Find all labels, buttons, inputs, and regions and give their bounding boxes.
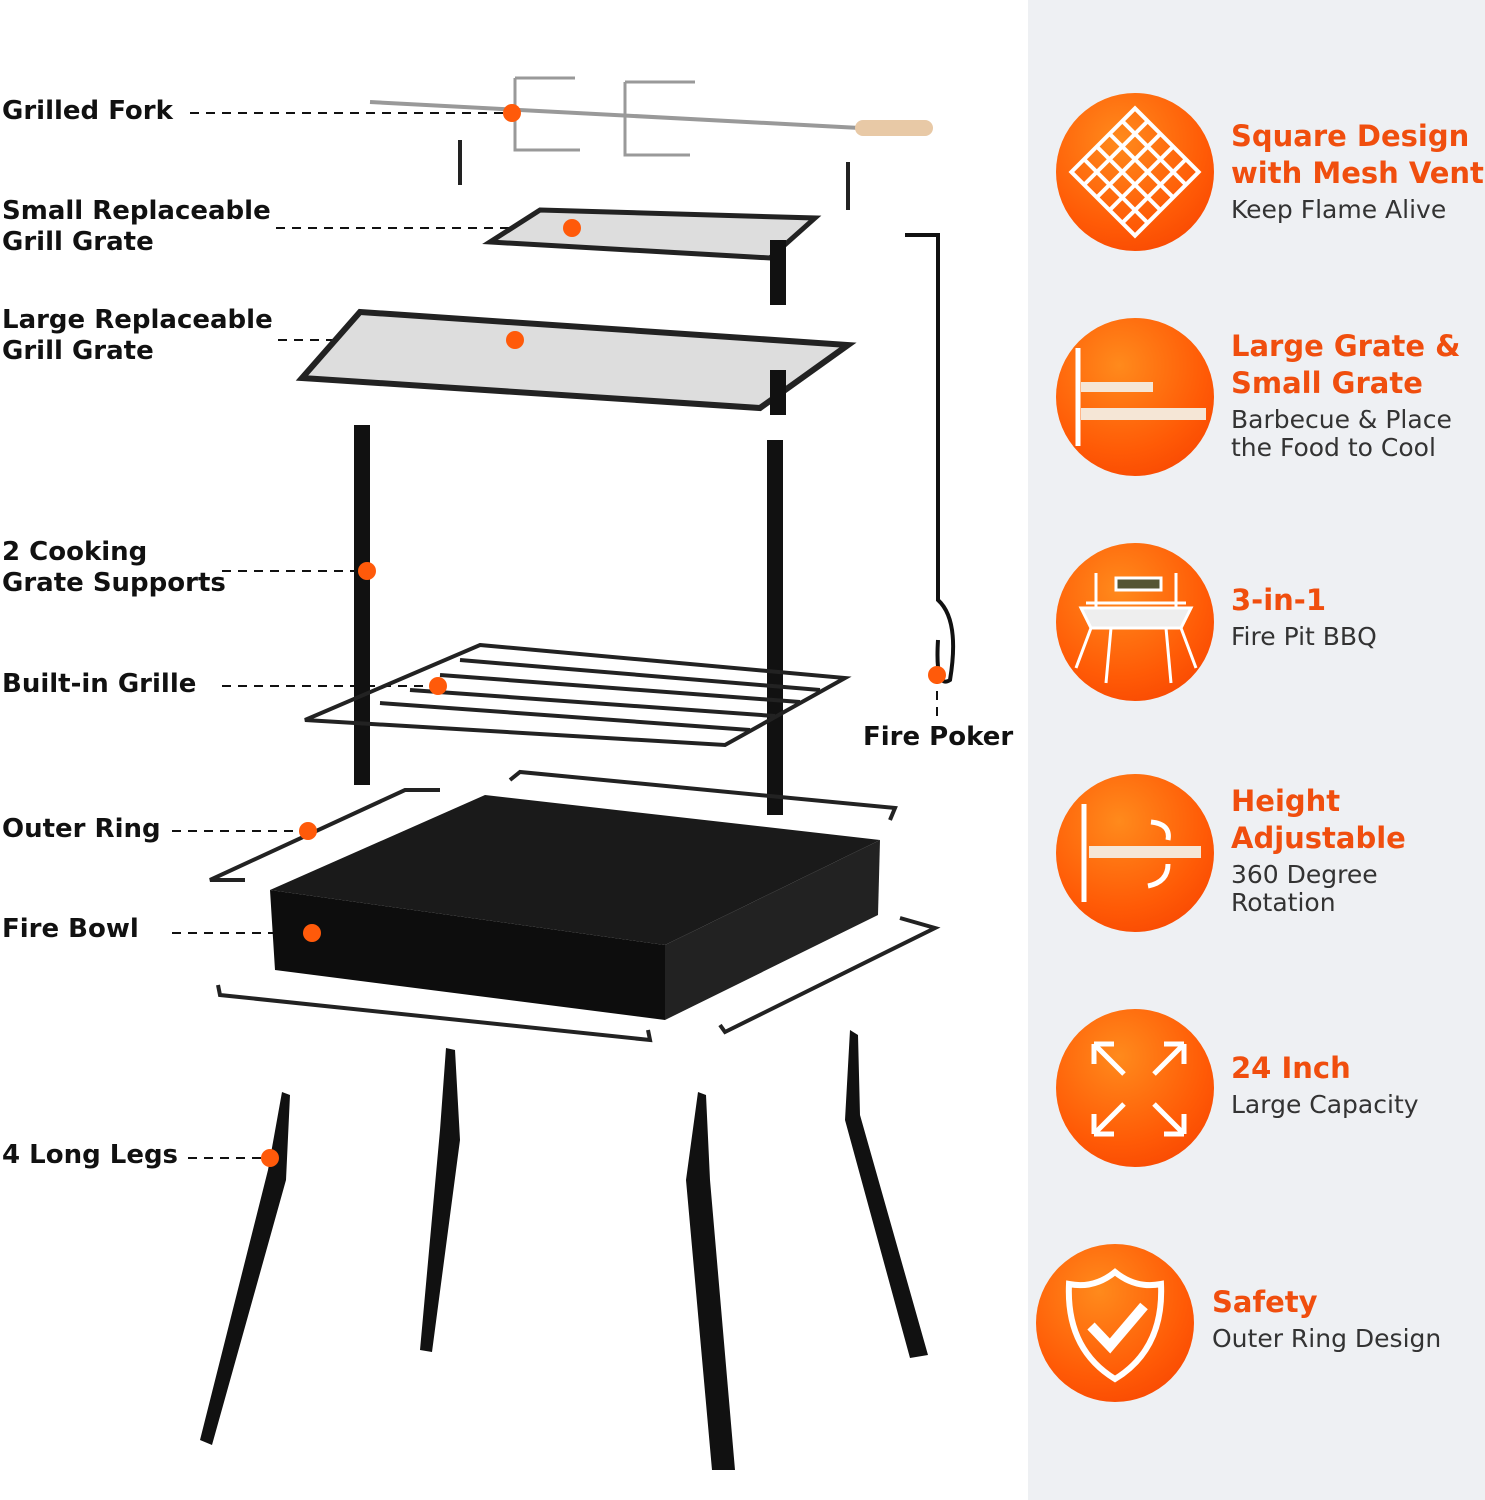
mesh-vent-icon [1056,93,1214,251]
support-left [354,425,370,785]
large-grate [295,308,857,412]
fire-pit-bbq-icon [1056,543,1214,701]
shield-check-icon [1036,1244,1194,1402]
built-in-grille [304,642,852,748]
legs [200,1030,928,1470]
grill-exploded-view [172,76,956,1470]
label-built-in-grille: Built-in Grille [2,669,197,699]
label-long-legs: 4 Long Legs [2,1140,179,1170]
grilled-fork [369,76,861,157]
callout-dots [261,104,946,1167]
label-fire-poker: Fire Poker [863,722,1014,752]
support-right [767,440,783,815]
label-fire-bowl: Fire Bowl [2,914,139,944]
fork-handle [855,120,933,136]
small-grate [482,207,822,261]
expand-arrows-icon [1056,1009,1214,1167]
label-outer-ring: Outer Ring [2,814,161,844]
fire-bowl-front [270,890,665,1020]
label-grilled-fork: Grilled Fork [2,96,173,126]
fire-poker [905,233,956,684]
two-grates-icon [1056,318,1214,476]
fire-bowl-top [270,795,880,945]
height-adjust-icon [1056,774,1214,932]
